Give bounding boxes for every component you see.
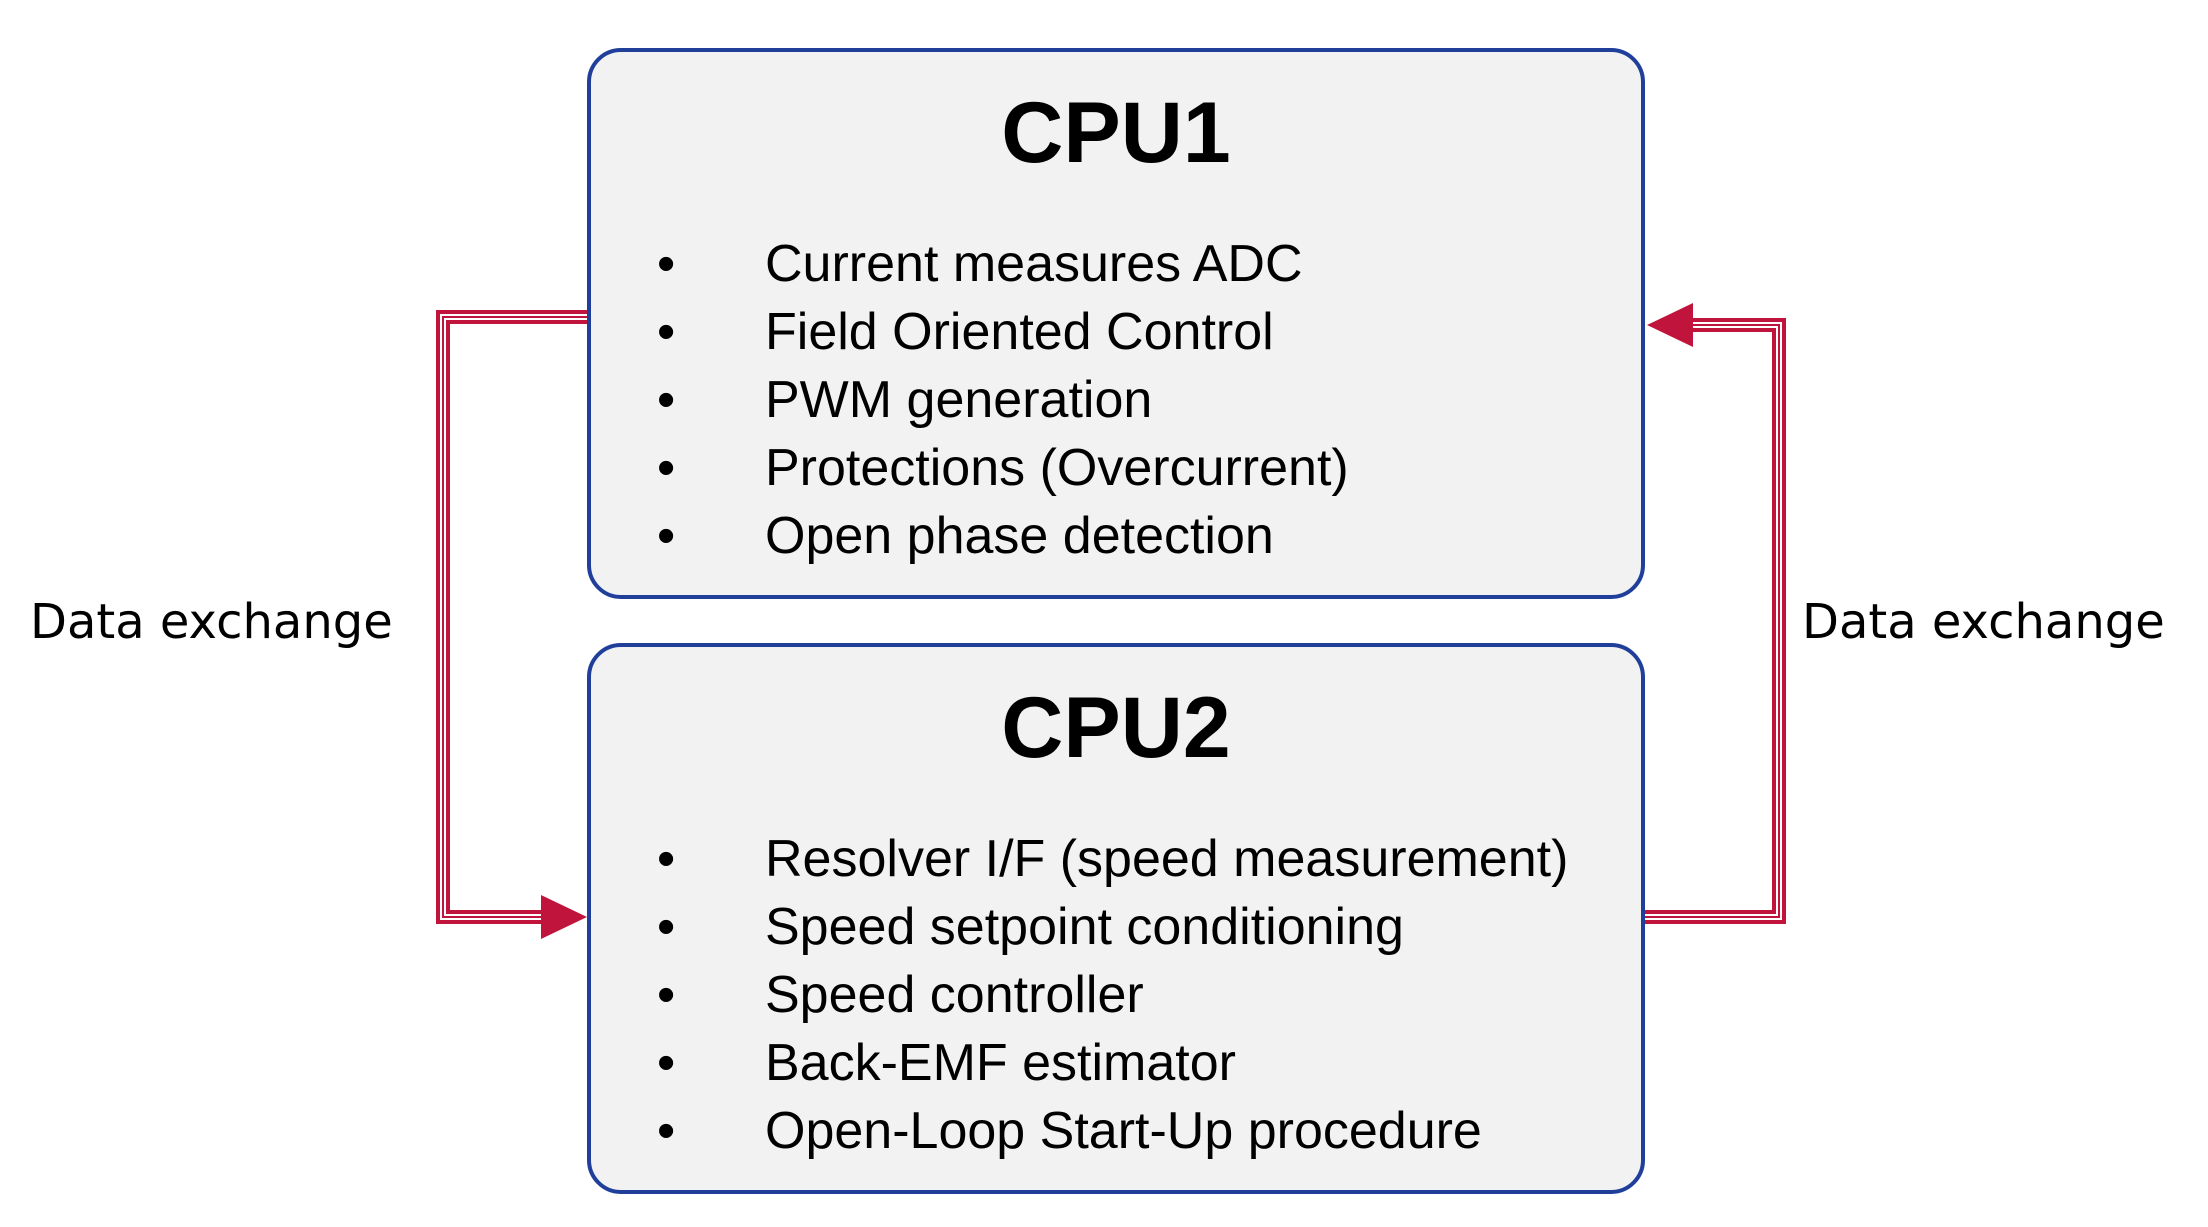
bullet-icon: •	[657, 439, 676, 497]
cpu1-task-item: • Current measures ADC	[591, 230, 1641, 298]
cpu1-task-text: PWM generation	[765, 371, 1153, 429]
cpu1-task-text: Protections (Overcurrent)	[765, 439, 1349, 497]
bullet-icon: •	[657, 1034, 676, 1092]
cpu2-task-text: Resolver I/F (speed measurement)	[765, 830, 1569, 888]
cpu2-task-item: • Speed controller	[591, 961, 1641, 1029]
cpu2-task-item: • Back-EMF estimator	[591, 1029, 1641, 1097]
bullet-icon: •	[657, 1102, 676, 1160]
bullet-icon: •	[657, 966, 676, 1024]
cpu2-title: CPU2	[1001, 680, 1231, 776]
cpu1-task-text: Current measures ADC	[765, 235, 1303, 293]
cpu2-task-text: Speed setpoint conditioning	[765, 898, 1404, 956]
cpu2-task-item: • Speed setpoint conditioning	[591, 893, 1641, 961]
cpu1-task-text: Field Oriented Control	[765, 303, 1274, 361]
bullet-icon: •	[657, 507, 676, 565]
bullet-icon: •	[657, 371, 676, 429]
cpu2-box: CPU2 • Resolver I/F (speed measurement) …	[587, 643, 1645, 1194]
cpu1-task-item: • Field Oriented Control	[591, 298, 1641, 366]
arrowhead-into-cpu1	[1647, 303, 1693, 347]
bullet-icon: •	[657, 830, 676, 888]
cpu1-box: CPU1 • Current measures ADC • Field Orie…	[587, 48, 1645, 599]
cpu1-task-item: • Protections (Overcurrent)	[591, 434, 1641, 502]
cpu1-task-text: Open phase detection	[765, 507, 1274, 565]
cpu2-task-text: Speed controller	[765, 966, 1144, 1024]
bullet-icon: •	[657, 235, 676, 293]
right-data-exchange-connector	[1645, 303, 1786, 924]
bullet-icon: •	[657, 898, 676, 956]
cpu2-task-text: Open-Loop Start-Up procedure	[765, 1102, 1482, 1160]
right-data-exchange-label: Data exchange	[1802, 594, 2165, 650]
cpu1-task-item: • PWM generation	[591, 366, 1641, 434]
cpu2-task-text: Back-EMF estimator	[765, 1034, 1236, 1092]
cpu1-title: CPU1	[1001, 85, 1231, 181]
cpu1-task-list: • Current measures ADC • Field Oriented …	[591, 230, 1641, 570]
cpu1-task-item: • Open phase detection	[591, 502, 1641, 570]
bullet-icon: •	[657, 303, 676, 361]
cpu2-task-item: • Resolver I/F (speed measurement)	[591, 825, 1641, 893]
cpu2-task-list: • Resolver I/F (speed measurement) • Spe…	[591, 825, 1641, 1165]
cpu2-task-item: • Open-Loop Start-Up procedure	[591, 1097, 1641, 1165]
arrowhead-into-cpu2	[541, 895, 587, 939]
left-data-exchange-label: Data exchange	[30, 594, 393, 650]
left-data-exchange-connector	[436, 310, 587, 939]
